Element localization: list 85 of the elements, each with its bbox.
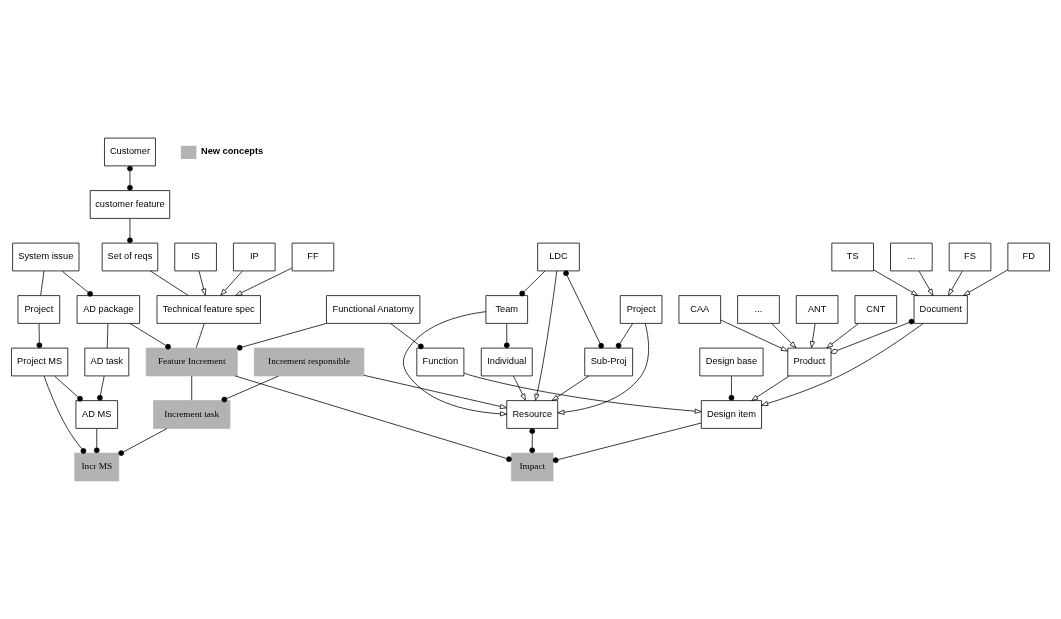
node-box: Increment task [153,400,231,429]
node-box: Resource [506,400,559,429]
connector [519,270,546,297]
connector [93,428,100,454]
node-box: Product [787,347,832,377]
arrow [534,270,558,401]
node-box: FF [291,242,335,272]
connector [36,323,43,349]
connector [127,165,133,191]
node-box: ... [890,242,933,272]
connector [106,323,109,349]
connector [563,270,605,349]
arrow [948,270,963,296]
node-box: LDC [537,242,580,272]
node-box: IS [174,242,217,272]
node-box: Set of reqs [101,242,159,272]
node-box: customer feature [89,190,171,219]
node-box: Customer [104,137,156,167]
arrow [220,270,243,296]
node-box: AD package [76,295,140,324]
arrow [463,372,702,414]
connector [54,375,83,402]
arrow [198,270,207,296]
node-box: TS [831,242,874,272]
arrow [963,269,1009,296]
node-box: Design base [699,347,764,377]
legend-label: New concepts [201,145,264,156]
node-box: Project [619,295,663,324]
arrow [402,311,508,417]
node-box: System issue [12,242,80,272]
node-box: IP [233,242,276,272]
node-box: Functional Anatomy [326,295,421,324]
connector [615,323,633,349]
node-box: CNT [854,295,898,324]
node-box: Feature Increment [145,347,238,377]
connector [503,323,510,349]
connector [40,270,45,296]
node-box: Function [416,347,465,377]
arrow [513,375,526,401]
node-box: Individual [480,347,533,377]
node-box: Incr MS [74,452,120,482]
node-box: ANT [795,295,839,324]
node-box: Team [485,295,528,324]
node-box: Technical feature spec [156,295,261,324]
connector [150,270,189,296]
arrow [771,323,797,349]
arrow [809,323,816,349]
connector [195,323,205,349]
connector [552,422,702,464]
connector [127,218,133,244]
node-box: FD [1007,242,1050,272]
connector [221,375,279,403]
node-box: Impact [511,452,554,482]
node-box: ... [737,295,780,324]
connector [390,323,424,350]
arrow [751,375,790,401]
arrow [761,323,924,406]
node-box: FS [948,242,992,272]
connector [728,375,735,401]
connector [43,375,87,454]
node-box: Increment responsible [253,347,365,377]
arrow [235,267,293,296]
connector [529,428,536,454]
node-box: Project [17,295,61,324]
arrow [363,374,507,409]
connector [830,318,915,355]
connector [234,375,512,463]
arrow [826,323,859,349]
node-box: AD MS [75,400,118,429]
connector [129,323,171,350]
node-box: AD task [84,347,130,377]
connector [118,428,168,456]
arrow [557,323,649,415]
arrow [720,319,788,352]
arrow [551,375,590,401]
node-box: Project MS [11,347,69,377]
node-box: Sub-Proj [584,347,633,377]
connector [61,270,93,297]
node-box: CAA [678,295,722,324]
connector [97,375,105,401]
arrow [918,270,934,296]
node-box: Design item [700,400,762,429]
node-box: Document [913,295,968,324]
connector [236,323,327,351]
arrow [873,269,919,296]
